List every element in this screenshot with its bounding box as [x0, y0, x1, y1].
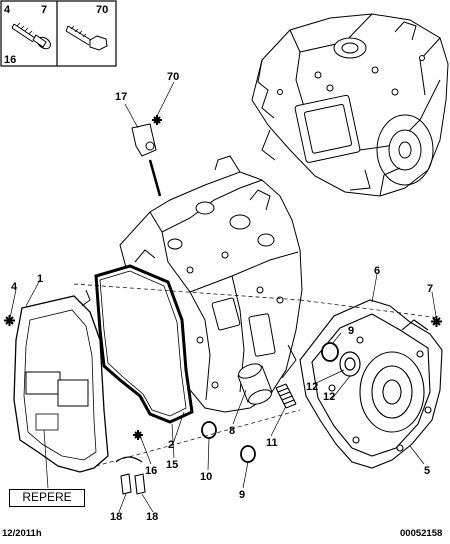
- callout-8: 8: [229, 425, 235, 437]
- star-marker-4-icon: [4, 315, 15, 326]
- callout-5: 5: [424, 465, 430, 477]
- callout-2: 2: [168, 439, 174, 451]
- callout-12-left: 12: [306, 381, 318, 393]
- callout-12-right: 12: [323, 391, 335, 403]
- seal-ring-part-9-upper: [321, 342, 339, 362]
- side-cover-part-1: [13, 289, 109, 473]
- flanged-bolt-icon: [11, 22, 51, 50]
- repere-label-box: REPERE: [9, 489, 85, 507]
- fastener-label-4: 4: [4, 4, 11, 16]
- footer-reference: 00052158: [400, 528, 443, 539]
- callout-15: 15: [166, 459, 178, 471]
- callout-6: 6: [374, 265, 380, 277]
- hex-bolt-icon: [65, 25, 108, 51]
- callout-9-upper: 9: [348, 325, 354, 337]
- callout-16: 16: [145, 465, 157, 477]
- callout-10: 10: [200, 471, 212, 483]
- assembled-gearbox-illustration: [251, 13, 449, 197]
- fastener-reference-box: 4 7 16 70: [0, 0, 117, 67]
- fastener-label-70: 70: [96, 4, 108, 16]
- callout-18-left: 18: [110, 511, 122, 523]
- gasket-inner-edge: [99, 270, 187, 417]
- footer-date: 12/2011h: [2, 528, 42, 539]
- seal-ring-part-9-lower: [240, 445, 256, 463]
- fastener-label-16: 16: [4, 54, 16, 66]
- spring-part-11: [275, 383, 297, 409]
- star-marker-16-icon: [133, 430, 143, 440]
- callout-7: 7: [427, 283, 433, 295]
- fastener-label-7: 7: [41, 4, 47, 16]
- star-marker-70-icon: [152, 115, 162, 125]
- callout-18-right: 18: [146, 511, 158, 523]
- callout-11: 11: [266, 437, 278, 449]
- cover-label-plate: [25, 371, 61, 395]
- seal-ring-part-10: [201, 421, 217, 439]
- end-cover-part-5: [299, 299, 443, 469]
- callout-1: 1: [37, 273, 43, 285]
- bracket-part-17: [131, 123, 162, 197]
- callout-70: 70: [167, 71, 179, 83]
- bearing-part-12: [339, 351, 361, 377]
- leader-lines: [9, 81, 441, 513]
- transmission-housing: [119, 155, 303, 413]
- callout-9-lower: 9: [239, 489, 245, 501]
- clip-part-18: [115, 456, 146, 495]
- sleeve-part-8: [237, 363, 273, 405]
- callout-17: 17: [115, 91, 127, 103]
- gasket-part-2: [94, 264, 194, 424]
- callout-4: 4: [11, 281, 18, 293]
- star-marker-7-icon: [431, 316, 442, 327]
